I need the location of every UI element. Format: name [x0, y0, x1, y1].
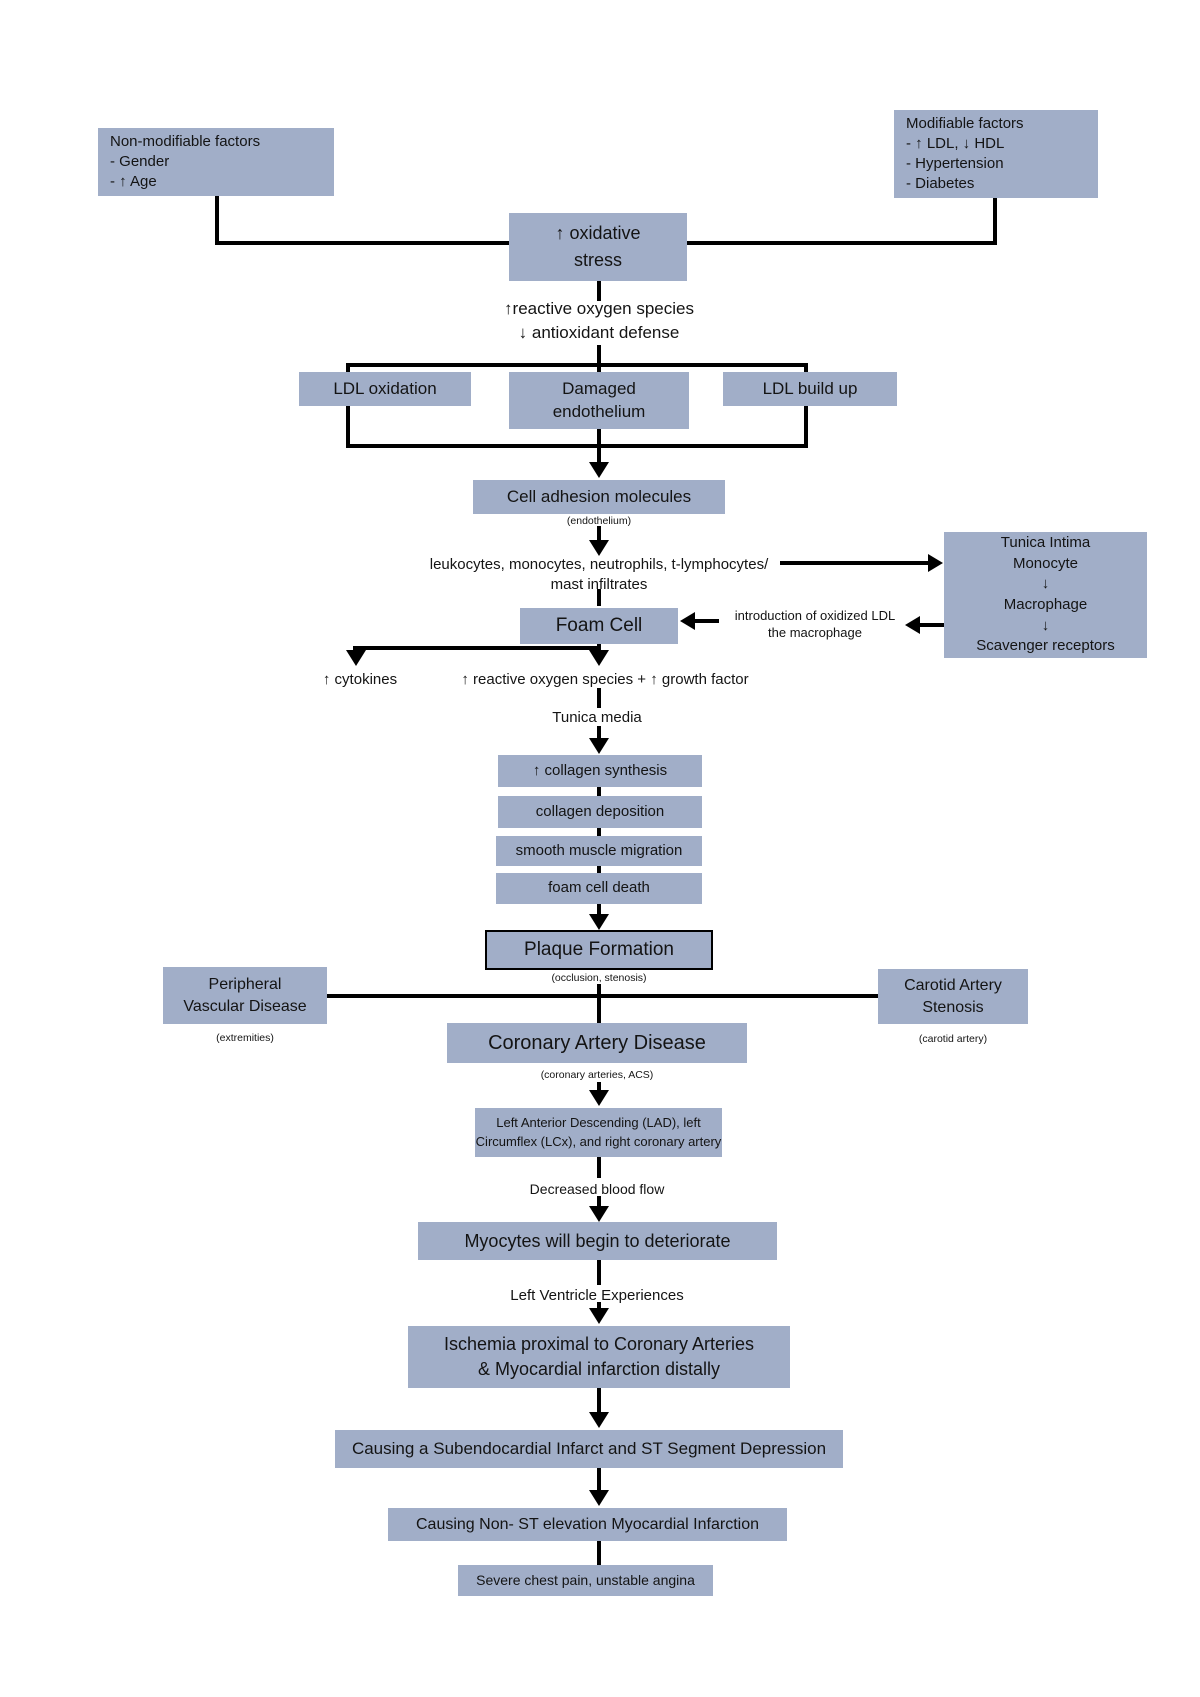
connector — [780, 561, 928, 565]
foam-cell-box: Foam Cell — [520, 608, 678, 644]
connector — [597, 726, 601, 738]
bracket-top — [346, 363, 808, 367]
ischemia-infarction-box: Ischemia proximal to Coronary Arteries &… — [408, 1326, 790, 1388]
arrow-down-icon — [589, 540, 609, 556]
oxidative-stress-box: ↑ oxidative stress — [509, 213, 687, 281]
lad-lcx-rca-box: Left Anterior Descending (LAD), left Cir… — [475, 1108, 722, 1157]
extremities-note: (extremities) — [216, 1032, 274, 1044]
connector — [597, 1082, 601, 1092]
arrow-down-icon — [589, 1412, 609, 1428]
left-ventricle-label: Left Ventricle Experiences — [510, 1287, 684, 1304]
collagen-deposition-box: collagen deposition — [498, 796, 702, 828]
connector — [597, 640, 601, 650]
oxidized-ldl-note: introduction of oxidized LDL the macroph… — [734, 608, 896, 640]
connector — [353, 646, 601, 650]
arrow-down-icon — [589, 1090, 609, 1106]
arrow-down-icon — [589, 1490, 609, 1506]
ldl-build-up-box: LDL build up — [723, 372, 897, 406]
carotid-artery-stenosis-box: Carotid Artery Stenosis — [878, 969, 1028, 1024]
endothelium-note: (endothelium) — [566, 515, 632, 527]
connector — [597, 785, 601, 798]
connector — [920, 623, 944, 627]
chest-pain-box: Severe chest pain, unstable angina — [458, 1565, 713, 1596]
connector — [597, 1541, 601, 1567]
connector — [993, 195, 997, 245]
connector — [597, 688, 601, 708]
coronary-arteries-note: (coronary arteries, ACS) — [540, 1069, 654, 1081]
tunica-media-label: Tunica media — [552, 709, 642, 726]
bracket-bottom — [346, 444, 808, 448]
damaged-endothelium-box: Damaged endothelium — [509, 372, 689, 429]
connector — [597, 826, 601, 838]
modifiable-factors-box: Modifiable factors - ↑ LDL, ↓ HDL - Hype… — [894, 110, 1098, 198]
arrow-left-icon — [680, 612, 695, 630]
connector — [215, 195, 219, 245]
arrow-left-icon — [905, 616, 920, 634]
decreased-blood-flow-label: Decreased blood flow — [529, 1181, 665, 1197]
arrow-down-icon — [589, 738, 609, 754]
tunica-intima-box: Tunica Intima Monocyte ↓ Macrophage ↓ Sc… — [944, 532, 1147, 658]
connector — [597, 526, 601, 542]
foam-cell-death-box: foam cell death — [496, 873, 702, 904]
connector — [597, 589, 601, 606]
connector — [597, 1196, 601, 1208]
leukocytes-label: leukocytes, monocytes, neutrophils, t-ly… — [429, 556, 769, 593]
arrow-down-icon — [589, 1308, 609, 1324]
connector — [325, 994, 880, 998]
connector — [597, 444, 601, 464]
cell-adhesion-box: Cell adhesion molecules — [473, 480, 725, 514]
arrow-down-icon — [589, 462, 609, 478]
arrow-right-icon — [928, 554, 943, 572]
connector — [597, 1302, 601, 1310]
non-modifiable-factors-box: Non-modifiable factors - Gender - ↑ Age — [98, 128, 334, 196]
ros-growth-label: ↑ reactive oxygen species + ↑ growth fac… — [461, 671, 749, 688]
connector — [597, 345, 601, 365]
arrow-down-icon — [589, 1206, 609, 1222]
connector — [597, 984, 601, 1024]
ros-defense-label: ↑reactive oxygen species ↓ antioxidant d… — [504, 299, 694, 342]
collagen-synthesis-box: ↑ collagen synthesis — [498, 755, 702, 787]
connector — [597, 1260, 601, 1285]
connector — [597, 279, 601, 301]
connector — [695, 619, 719, 623]
ldl-oxidation-box: LDL oxidation — [299, 372, 471, 406]
connector — [597, 1388, 601, 1414]
subendocardial-infarct-box: Causing a Subendocardial Infarct and ST … — [335, 1430, 843, 1468]
carotid-artery-note: (carotid artery) — [918, 1033, 988, 1045]
smooth-muscle-migration-box: smooth muscle migration — [496, 836, 702, 866]
connector — [597, 902, 601, 914]
myocytes-deteriorate-box: Myocytes will begin to deteriorate — [418, 1222, 777, 1260]
connector — [597, 1468, 601, 1492]
cytokines-label: ↑ cytokines — [322, 671, 398, 688]
coronary-artery-disease-box: Coronary Artery Disease — [447, 1023, 747, 1063]
peripheral-vascular-disease-box: Peripheral Vascular Disease — [163, 967, 327, 1024]
plaque-formation-box: Plaque Formation — [485, 930, 713, 970]
arrow-down-icon — [346, 650, 366, 666]
connector — [597, 1157, 601, 1178]
arrow-down-icon — [589, 914, 609, 930]
nstemi-box: Causing Non- ST elevation Myocardial Inf… — [388, 1508, 787, 1541]
arrow-down-icon — [589, 650, 609, 666]
connector — [597, 864, 601, 875]
occlusion-stenosis-note: (occlusion, stenosis) — [551, 972, 647, 984]
